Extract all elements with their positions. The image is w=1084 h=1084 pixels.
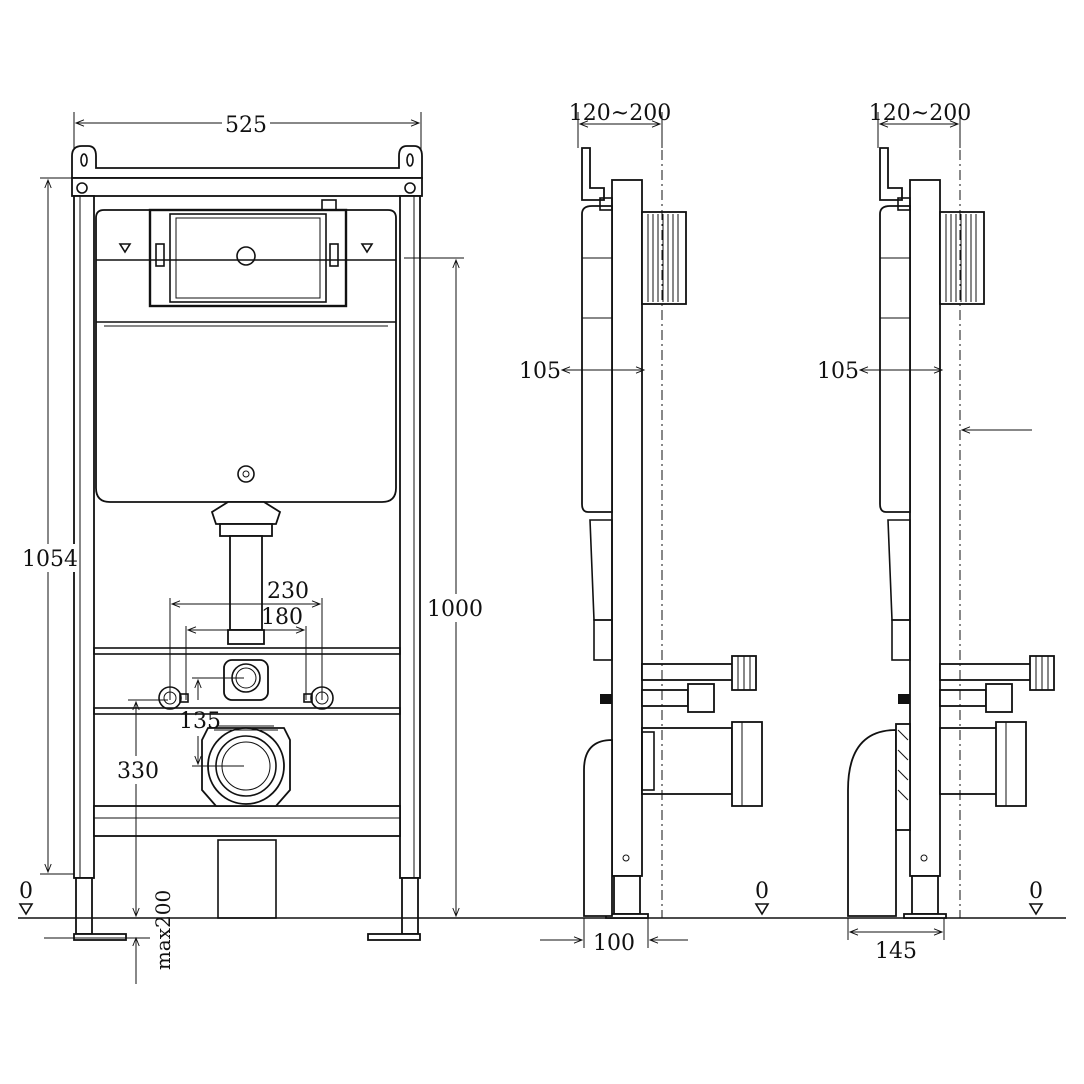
cistern-tank <box>95 209 397 503</box>
dim-inlet-offset: 135 <box>179 677 244 767</box>
side-b-base-depth-label: 145 <box>875 939 917 964</box>
side-a-base-depth: 100 <box>540 918 688 956</box>
side-b-depth: 105 <box>817 359 944 384</box>
side-a-wall-bracket <box>581 147 605 201</box>
side-a-wall-range: 120~200 <box>569 101 671 148</box>
side-a-floor-label: 0 <box>755 879 769 904</box>
drop-pipe <box>217 839 277 919</box>
dim-inner-label: 180 <box>261 605 303 630</box>
side-a-base-depth-label: 100 <box>593 931 635 956</box>
front-view: 525 <box>18 110 1066 984</box>
frame-left-upright <box>73 195 127 941</box>
side-a-actuator <box>641 211 687 305</box>
side-a-upright <box>611 179 643 877</box>
dim-width-label: 525 <box>225 113 267 138</box>
side-b-wall-bracket <box>879 147 903 201</box>
dim-pipe-spacing-outer: 230 <box>169 579 323 700</box>
dim-outer-label: 230 <box>267 579 309 604</box>
side-b-outlet <box>847 721 1027 917</box>
dim-outlet-height-label: 330 <box>117 759 159 784</box>
flush-plate-opening <box>148 199 348 308</box>
side-a-floor-marker: 0 <box>754 879 770 916</box>
side-view-b: 120~200 <box>817 101 1055 964</box>
dim-leg-extension-label: max200 <box>151 890 175 970</box>
side-b-cistern <box>879 197 911 661</box>
dim-outlet-height: 330 <box>114 699 168 918</box>
side-b-base-depth: 145 <box>847 918 945 964</box>
side-a-depth: 105 <box>519 359 646 384</box>
side-a-outlet <box>583 721 763 917</box>
floor-level-front-label: 0 <box>19 879 33 904</box>
flush-pipe <box>210 501 282 645</box>
side-b-wall-range-label: 120~200 <box>869 101 971 126</box>
side-b-depth-label: 105 <box>817 359 859 384</box>
dim-pipe-spacing-inner: 180 <box>185 605 307 700</box>
dim-total-height-label: 1054 <box>22 547 78 572</box>
frame-top-rail <box>71 145 423 197</box>
waste-inlet <box>223 659 269 701</box>
floor-level-front: 0 <box>18 879 1066 919</box>
side-b-actuator <box>939 211 985 305</box>
side-b-floor-marker: 0 <box>1028 879 1044 916</box>
side-b-upright <box>909 179 941 877</box>
side-a-cistern <box>581 197 613 661</box>
frame-cross-rails <box>93 647 401 837</box>
side-b-wall-range: 120~200 <box>869 101 971 148</box>
side-a-wall-range-label: 120~200 <box>569 101 671 126</box>
side-view-a: 120~200 <box>519 101 770 956</box>
dim-width: 525 <box>73 110 422 170</box>
dim-inlet-offset-label: 135 <box>179 709 221 734</box>
side-a-depth-label: 105 <box>519 359 561 384</box>
dim-leg-extension: max200 <box>44 890 175 984</box>
dim-flush-height: 1000 <box>404 257 483 918</box>
side-b-water-pipe <box>898 655 1055 713</box>
dim-flush-height-label: 1000 <box>427 597 483 622</box>
side-a-water-pipe <box>600 655 757 713</box>
side-b-floor-label: 0 <box>1029 879 1043 904</box>
frame-right-upright <box>367 195 421 941</box>
main-outlet <box>201 725 291 807</box>
dim-total-height: 1054 <box>22 177 78 875</box>
